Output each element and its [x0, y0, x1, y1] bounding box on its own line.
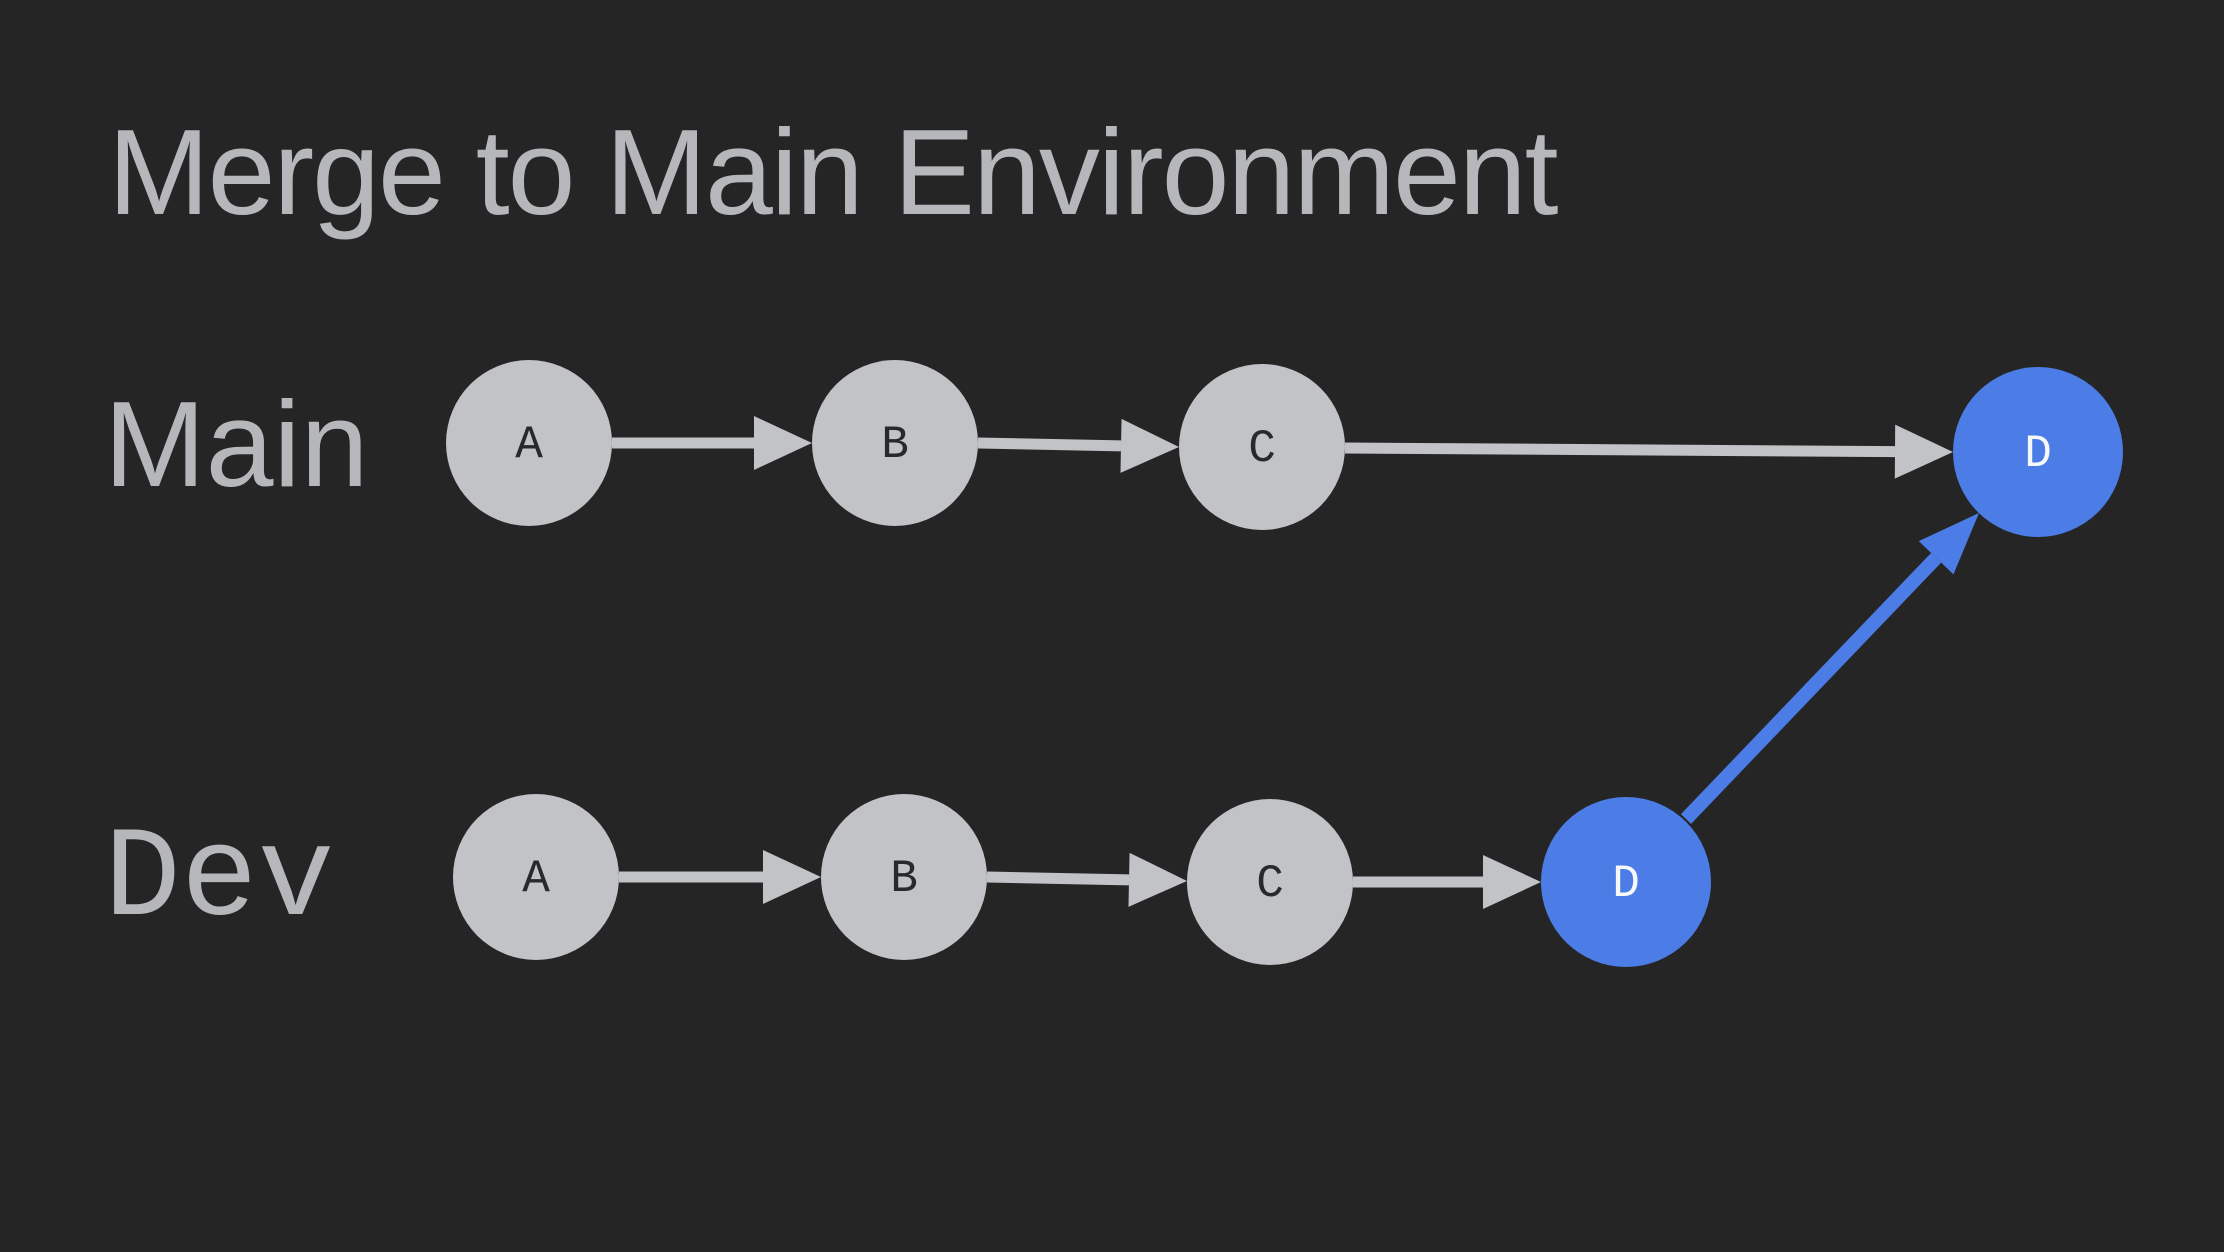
commit-node-label-main-a: A	[515, 419, 543, 471]
merge-arrow-shaft-merge-dev-d-main-d	[1680, 552, 1942, 824]
commit-node-label-dev-a: A	[522, 853, 550, 905]
commit-node-main-c	[1179, 364, 1345, 530]
commit-node-main-a	[446, 360, 612, 526]
commit-node-dev-d	[1541, 797, 1711, 967]
commit-node-label-main-b: B	[881, 419, 909, 471]
commit-node-dev-c	[1187, 799, 1353, 965]
commit-arrow-shaft-dev-b-c	[986, 871, 1130, 886]
commit-node-dev-a	[453, 794, 619, 960]
commit-node-label-dev-b: B	[890, 853, 918, 905]
commit-node-label-dev-c: C	[1256, 858, 1284, 910]
commit-node-label-main-c: C	[1248, 423, 1276, 475]
commit-arrowhead-dev-b-c	[1128, 852, 1187, 907]
commit-node-main-b	[812, 360, 978, 526]
commit-node-dev-b	[821, 794, 987, 960]
commit-arrowhead-main-c-d	[1894, 424, 1953, 479]
commit-node-main-d	[1953, 367, 2123, 537]
commit-arrow-shaft-main-c-d	[1344, 442, 1896, 458]
commit-arrowhead-main-a-b	[754, 416, 812, 470]
commit-arrowhead-dev-c-d	[1483, 855, 1541, 909]
commit-node-label-dev-d: D	[1612, 858, 1640, 910]
commit-arrowhead-main-b-c	[1120, 418, 1179, 473]
merge-arrowhead-merge-dev-d-main-d	[1918, 513, 1979, 575]
commit-node-label-main-d: D	[2024, 428, 2052, 480]
page-title: Merge to Main Environment	[108, 104, 1559, 240]
branch-label-main: Main	[104, 376, 369, 512]
commit-arrowhead-dev-a-b	[763, 850, 821, 904]
commit-arrow-shaft-main-b-c	[977, 437, 1122, 452]
branch-label-dev: Dev	[104, 808, 335, 953]
